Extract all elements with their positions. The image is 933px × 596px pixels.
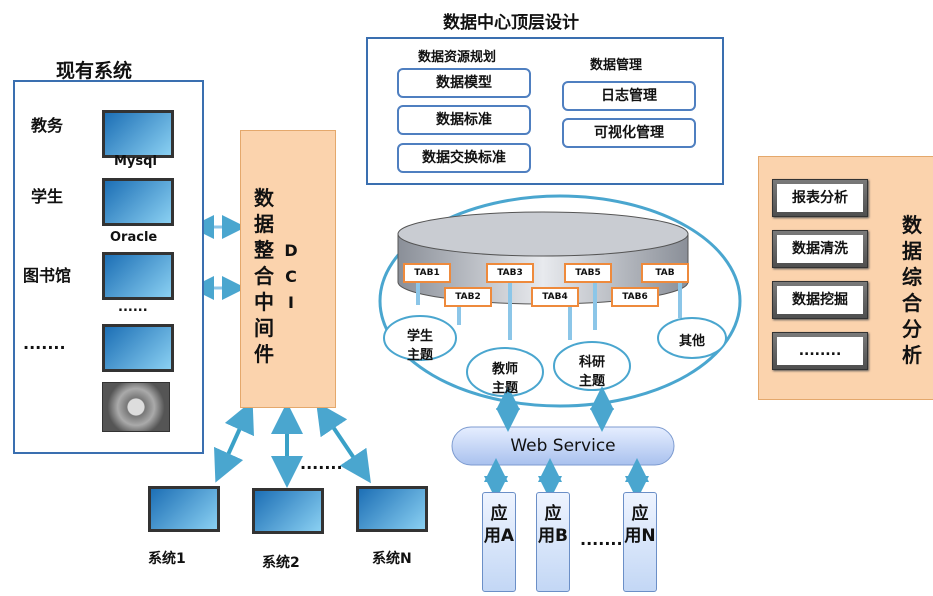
resource-item-standard: 数据标准 bbox=[397, 105, 531, 135]
top-design-title: 数据中心顶层设计 bbox=[443, 13, 579, 33]
existing-label-0: 教务 bbox=[31, 116, 64, 135]
middleware-box bbox=[240, 130, 336, 408]
theme-cloud-other bbox=[657, 317, 727, 359]
analysis-item-mining-label: 数据挖掘 bbox=[777, 286, 863, 314]
database-cylinder-top bbox=[397, 211, 689, 257]
analysis-item-report-label: 报表分析 bbox=[777, 184, 863, 212]
analysis-item-more: ........ bbox=[772, 332, 868, 370]
management-item-log: 日志管理 bbox=[562, 81, 696, 111]
system-1: 系统1 bbox=[148, 551, 186, 567]
existing-title: 现有系统 bbox=[56, 60, 133, 82]
middleware-text: 数据整合中间件 bbox=[254, 186, 274, 366]
apps-ellipsis: ....... bbox=[580, 530, 623, 549]
existing-label-1: 学生 bbox=[31, 187, 64, 206]
systems-ellipsis: ....... bbox=[300, 454, 343, 473]
computer-icon bbox=[102, 324, 174, 372]
db-label-oracle: Oracle bbox=[110, 230, 158, 245]
computer-icon bbox=[102, 252, 174, 300]
tab-2: TAB2 bbox=[444, 287, 492, 307]
app-a: 应用A bbox=[482, 492, 516, 592]
analysis-item-clean-label: 数据清洗 bbox=[777, 235, 863, 263]
tab-1: TAB1 bbox=[403, 263, 451, 283]
analysis-item-report: 报表分析 bbox=[772, 179, 868, 217]
management-item-visual: 可视化管理 bbox=[562, 118, 696, 148]
theme-teacher: 教师 主题 bbox=[491, 362, 518, 396]
existing-label-3: ....... bbox=[23, 334, 66, 353]
theme-research: 科研 主题 bbox=[578, 355, 605, 389]
resource-plan-title: 数据资源规划 bbox=[418, 50, 497, 65]
system-n: 系统N bbox=[372, 551, 412, 567]
web-service-label: Web Service bbox=[510, 436, 616, 456]
existing-label-2: 图书馆 bbox=[23, 266, 72, 285]
analysis-title: 数据综合分析 bbox=[902, 213, 922, 367]
tab-6: TAB6 bbox=[611, 287, 659, 307]
tab-4: TAB4 bbox=[531, 287, 579, 307]
theme-student: 学生 主题 bbox=[406, 329, 433, 363]
theme-other: 其他 bbox=[678, 334, 705, 349]
tab-7: TAB bbox=[641, 263, 689, 283]
app-b: 应用B bbox=[536, 492, 570, 592]
tab-3: TAB3 bbox=[486, 263, 534, 283]
analysis-item-mining: 数据挖掘 bbox=[772, 281, 868, 319]
computer-icon bbox=[252, 488, 324, 534]
db-label-mysql: Mysql bbox=[114, 154, 157, 169]
tab-5: TAB5 bbox=[564, 263, 612, 283]
db-label-ellipsis: ...... bbox=[118, 300, 148, 315]
theme-cloud-student bbox=[383, 315, 457, 361]
system-2: 系统2 bbox=[262, 555, 300, 571]
resource-item-exchange: 数据交换标准 bbox=[397, 143, 531, 173]
resource-item-model: 数据模型 bbox=[397, 68, 531, 98]
analysis-item-more-label: ........ bbox=[777, 337, 863, 365]
computer-icon bbox=[102, 110, 174, 158]
management-title: 数据管理 bbox=[590, 58, 643, 73]
app-n: 应用N bbox=[623, 492, 657, 592]
computer-icon bbox=[356, 486, 428, 532]
web-service-bar bbox=[451, 426, 675, 466]
analysis-item-clean: 数据清洗 bbox=[772, 230, 868, 268]
computer-icon bbox=[102, 178, 174, 226]
middleware-dci: DCI bbox=[284, 241, 298, 312]
computer-icon bbox=[148, 486, 220, 532]
gear-icon bbox=[102, 382, 170, 432]
